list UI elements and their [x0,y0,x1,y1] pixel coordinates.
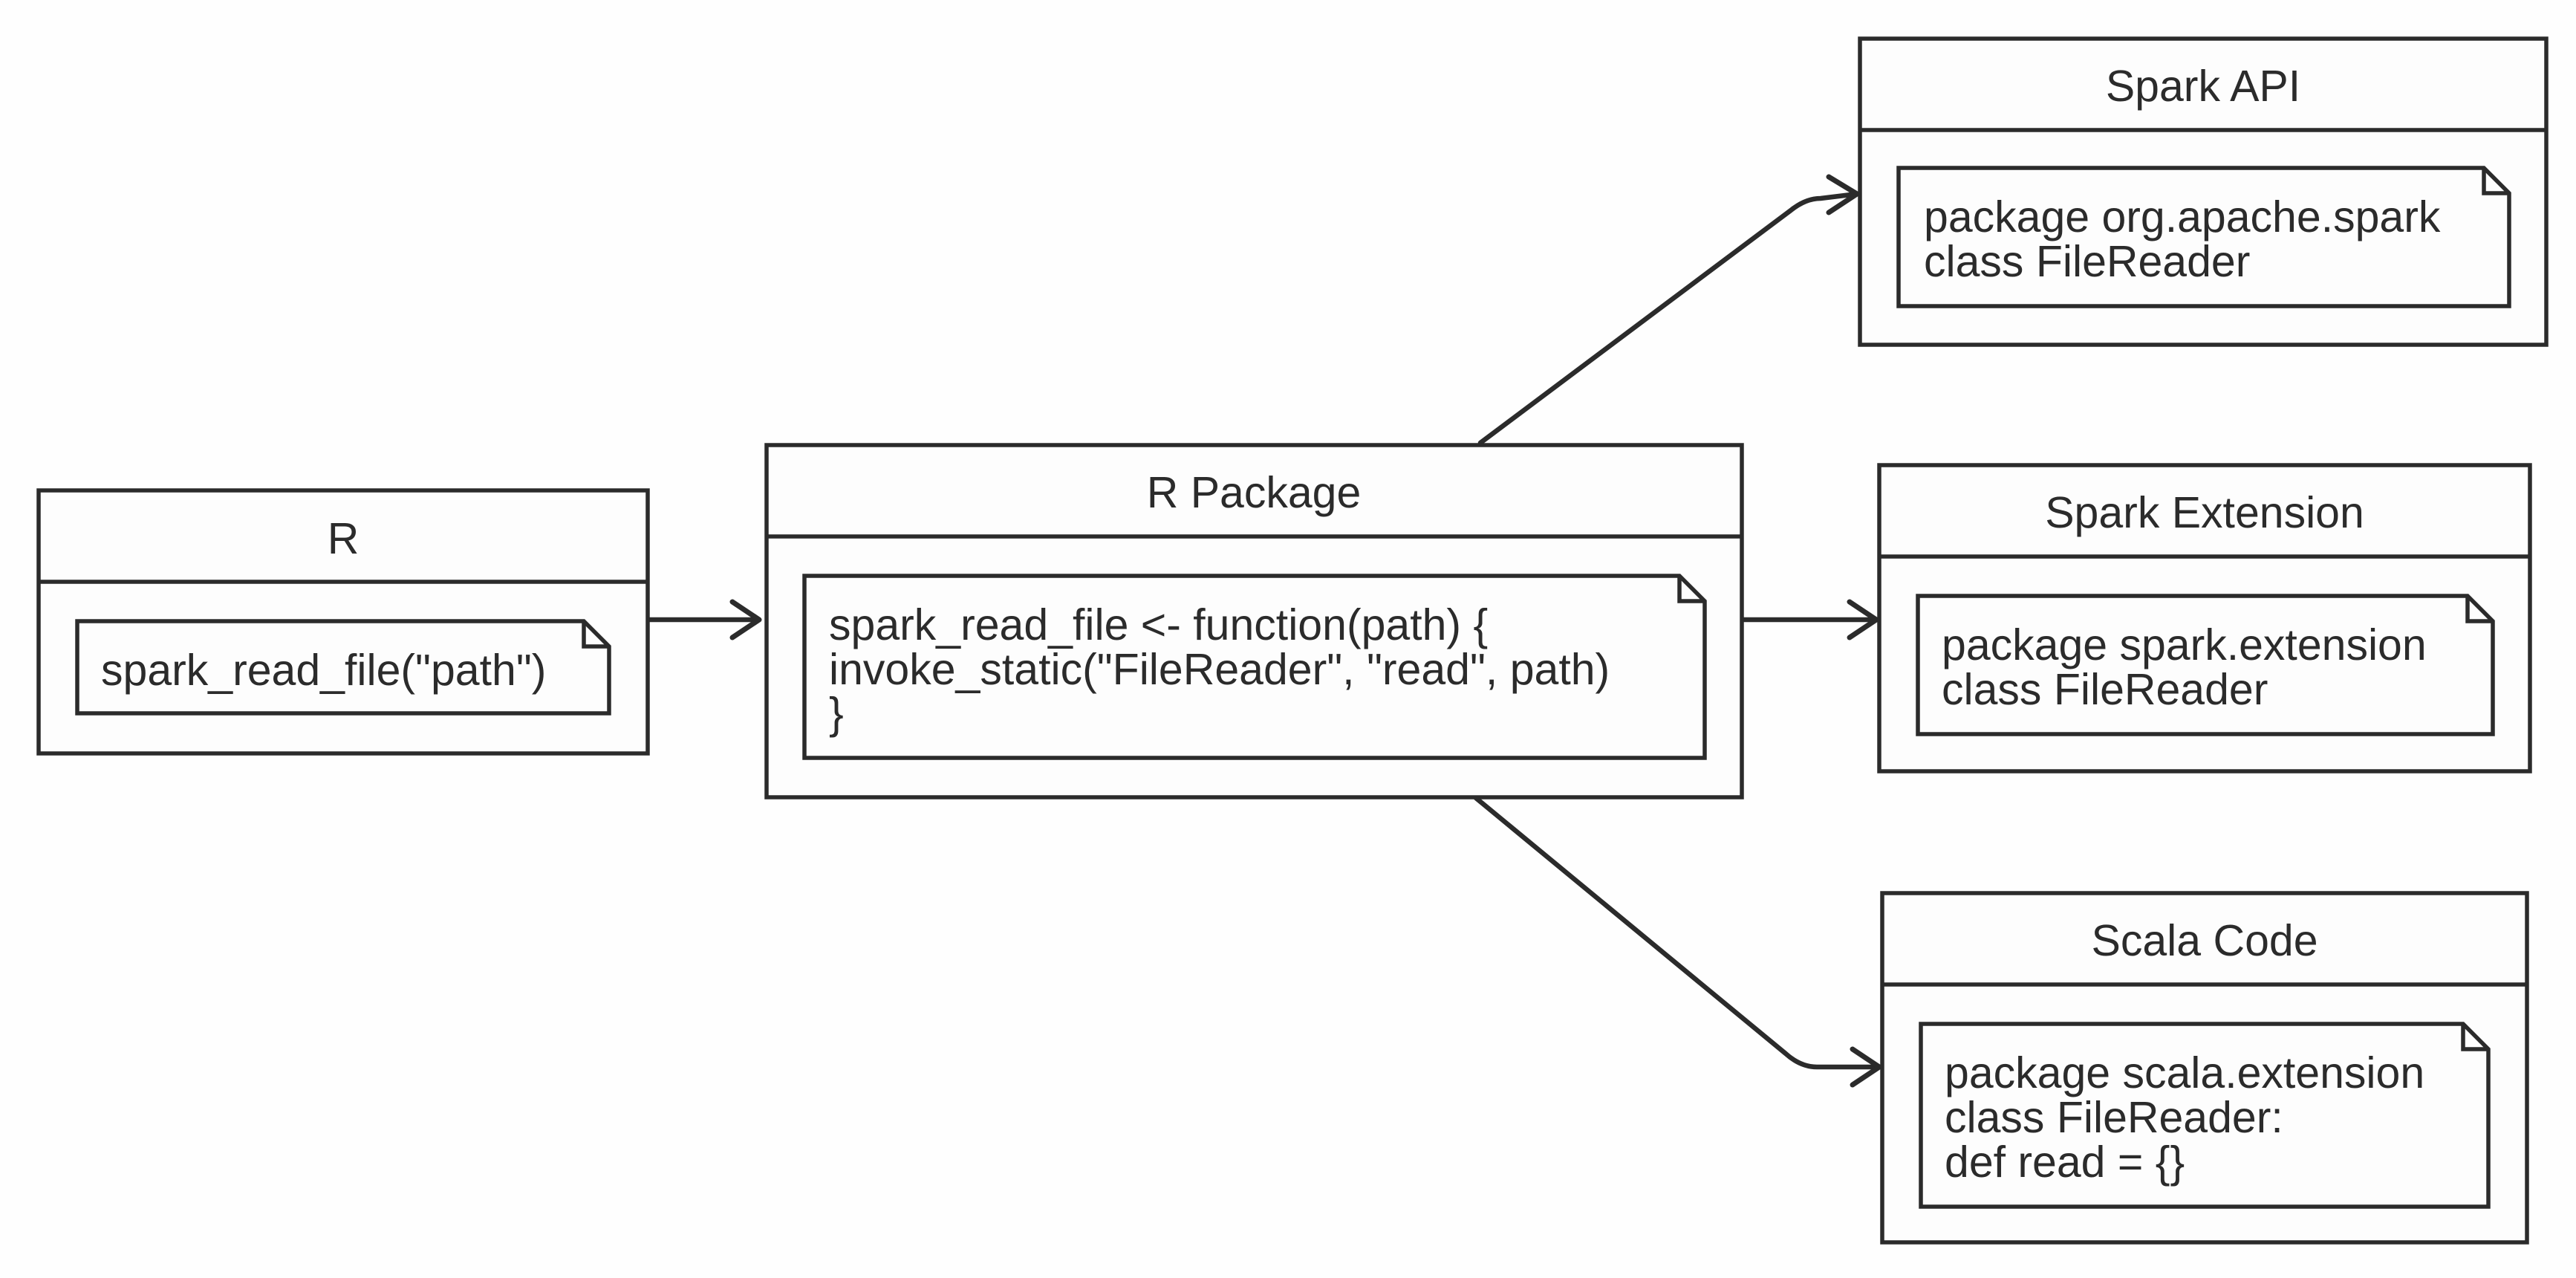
node-title: R Package [1147,468,1362,517]
code-note: package spark.extension class FileReader [1916,594,2495,736]
node-scala-code: Scala Code package scala.extension class… [1880,891,2529,1245]
code-note: spark_read_file <- function(path) { invo… [802,574,1707,760]
edge-r-package-to-spark-extension [1740,599,1879,640]
edge-r-to-r-package [646,599,762,640]
note-line: invoke_static("FileReader", "read", path… [829,645,1610,694]
note-line: package org.apache.spark [1924,192,2441,241]
node-r-package: R Package spark_read_file <- function(pa… [764,443,1744,799]
note-line: package spark.extension [1942,620,2427,669]
node-title: Spark Extension [2045,488,2364,537]
code-note: spark_read_file("path") [75,619,611,716]
note-line: class FileReader: [1945,1093,2283,1142]
arrowhead-icon [729,599,762,640]
arrowhead-icon [1850,1046,1882,1088]
note-line: } [829,689,844,738]
node-r: R spark_read_file("path") [36,488,650,756]
connectors [646,174,1882,1088]
node-title: Scala Code [2091,916,2318,965]
code-note: package org.apache.spark class FileReade… [1896,166,2511,308]
note-line: package scala.extension [1945,1048,2424,1097]
folded-corner-icon [2461,1024,2488,1051]
node-spark-api: Spark API package org.apache.spark class… [1858,36,2549,347]
folded-corner-icon [582,621,609,649]
folded-corner-icon [2465,596,2493,623]
node-title: R [328,514,360,563]
code-note: package scala.extension class FileReader… [1919,1022,2491,1209]
node-spark-extension: Spark Extension package spark.extension … [1877,463,2532,773]
edge-r-package-to-spark-api [1477,174,1860,446]
note-line: class FileReader [1924,237,2250,286]
note-line: spark_read_file <- function(path) { [829,600,1488,649]
edge-r-package-to-scala-code [1473,795,1882,1088]
arrowhead-icon [1847,599,1879,640]
note-line: class FileReader [1942,665,2268,714]
folded-corner-icon [1677,576,1705,603]
folded-corner-icon [2482,168,2509,195]
note-line: spark_read_file("path") [101,646,546,695]
note-line: def read = {} [1945,1138,2185,1187]
arrowhead-icon [1826,174,1860,215]
node-title: Spark API [2106,62,2300,111]
